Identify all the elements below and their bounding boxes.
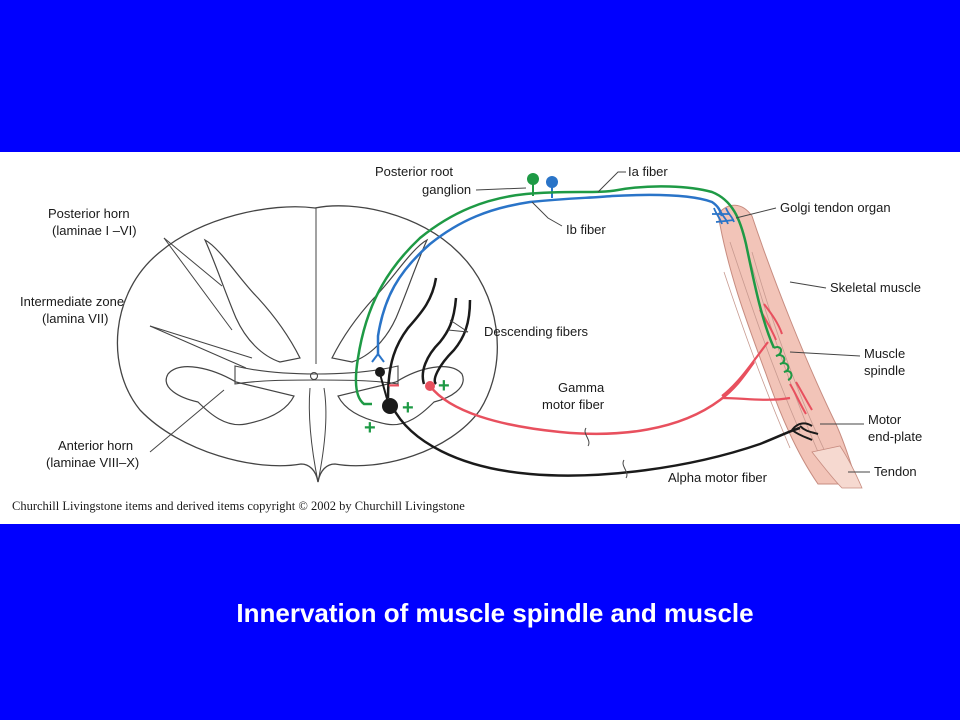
- label-intermediate-zone-2: (lamina VII): [42, 311, 108, 326]
- gamma-fiber-branch-upper: [721, 341, 769, 397]
- posterior-horn-right: [331, 238, 429, 363]
- label-muscle-spindle-2: spindle: [864, 363, 905, 378]
- skeletal-muscle: [717, 204, 859, 485]
- anterior-horn-right: [337, 366, 464, 426]
- descending-fiber-2: [433, 299, 472, 385]
- label-posterior-root-ganglion-1: Posterior root: [375, 164, 453, 179]
- copyright-notice: Churchill Livingstone items and derived …: [12, 499, 465, 513]
- inhibitory-sign: −: [388, 375, 400, 397]
- alpha-motor-neuron: [382, 398, 398, 414]
- alpha-end-plate-branches: [791, 422, 819, 441]
- muscle-striation-1: [729, 241, 801, 433]
- ib-fiber-synapse: [371, 352, 385, 363]
- anterior-median-fissure: [308, 387, 327, 483]
- figure-panel: − + + + Posterior horn (laminae I –VI) I…: [0, 152, 960, 524]
- muscle-striation-3: [723, 271, 791, 449]
- label-skeletal-muscle: Skeletal muscle: [830, 280, 921, 295]
- label-posterior-horn-1: Posterior horn: [48, 206, 130, 221]
- anterior-horn-left: [165, 366, 295, 426]
- muscle-spindle-red: [759, 303, 813, 415]
- label-posterior-root-ganglion-2: ganglion: [422, 182, 471, 197]
- label-anterior-horn-2: (laminae VIII–X): [46, 455, 139, 470]
- muscle-striation-4: [751, 251, 831, 463]
- ia-ganglion-cell: [527, 173, 539, 185]
- label-intermediate-zone-1: Intermediate zone: [20, 294, 124, 309]
- interneuron-link: [379, 373, 389, 403]
- label-golgi-tendon-organ: Golgi tendon organ: [780, 200, 891, 215]
- label-posterior-horn-2: (laminae I –VI): [52, 223, 137, 238]
- ia-fiber-path: [354, 185, 776, 406]
- label-muscle-spindle-1: Muscle: [864, 346, 905, 361]
- descending-fiber-1: [421, 297, 458, 385]
- gamma-fiber-branch-lower: [721, 396, 791, 401]
- label-ia-fiber: Ia fiber: [628, 164, 668, 179]
- label-tendon: Tendon: [874, 464, 917, 479]
- label-motor-end-plate-2: end-plate: [868, 429, 922, 444]
- gamma-motor-neuron: [425, 381, 435, 391]
- label-descending-fibers: Descending fibers: [484, 324, 589, 339]
- gamma-excitatory-sign: +: [438, 375, 450, 397]
- ib-ganglion-cell: [546, 176, 558, 188]
- slide-title: Innervation of muscle spindle and muscle: [236, 598, 754, 628]
- label-motor-end-plate-1: Motor: [868, 412, 902, 427]
- label-gamma-motor-fiber-2: motor fiber: [542, 397, 605, 412]
- descending-fiber-3: [386, 277, 438, 399]
- alpha-motor-fiber-path: [390, 405, 801, 477]
- alpha-excitatory-sign: +: [402, 397, 414, 419]
- ib-fiber-path: [376, 193, 724, 356]
- label-ib-fiber: Ib fiber: [566, 222, 606, 237]
- ia-excitatory-sign: +: [364, 417, 376, 439]
- gamma-motor-fiber-path: [429, 361, 756, 436]
- label-anterior-horn-1: Anterior horn: [58, 438, 133, 453]
- interneuron-cell: [375, 367, 385, 377]
- spinal-reflex-diagram: − + + + Posterior horn (laminae I –VI) I…: [12, 164, 922, 513]
- posterior-horn-left: [203, 238, 301, 363]
- gamma-fiber-marker: [584, 427, 590, 447]
- alpha-fiber-marker: [622, 459, 628, 479]
- muscle-spindle-annulospiral: [773, 346, 793, 381]
- leader-lines: [149, 171, 870, 473]
- central-canal: [309, 371, 319, 381]
- label-alpha-motor-fiber: Alpha motor fiber: [668, 470, 768, 485]
- tendon-body: [811, 445, 863, 489]
- grey-commissure: [234, 365, 399, 385]
- label-gamma-motor-fiber-1: Gamma: [558, 380, 605, 395]
- golgi-tendon-organ: [712, 207, 735, 225]
